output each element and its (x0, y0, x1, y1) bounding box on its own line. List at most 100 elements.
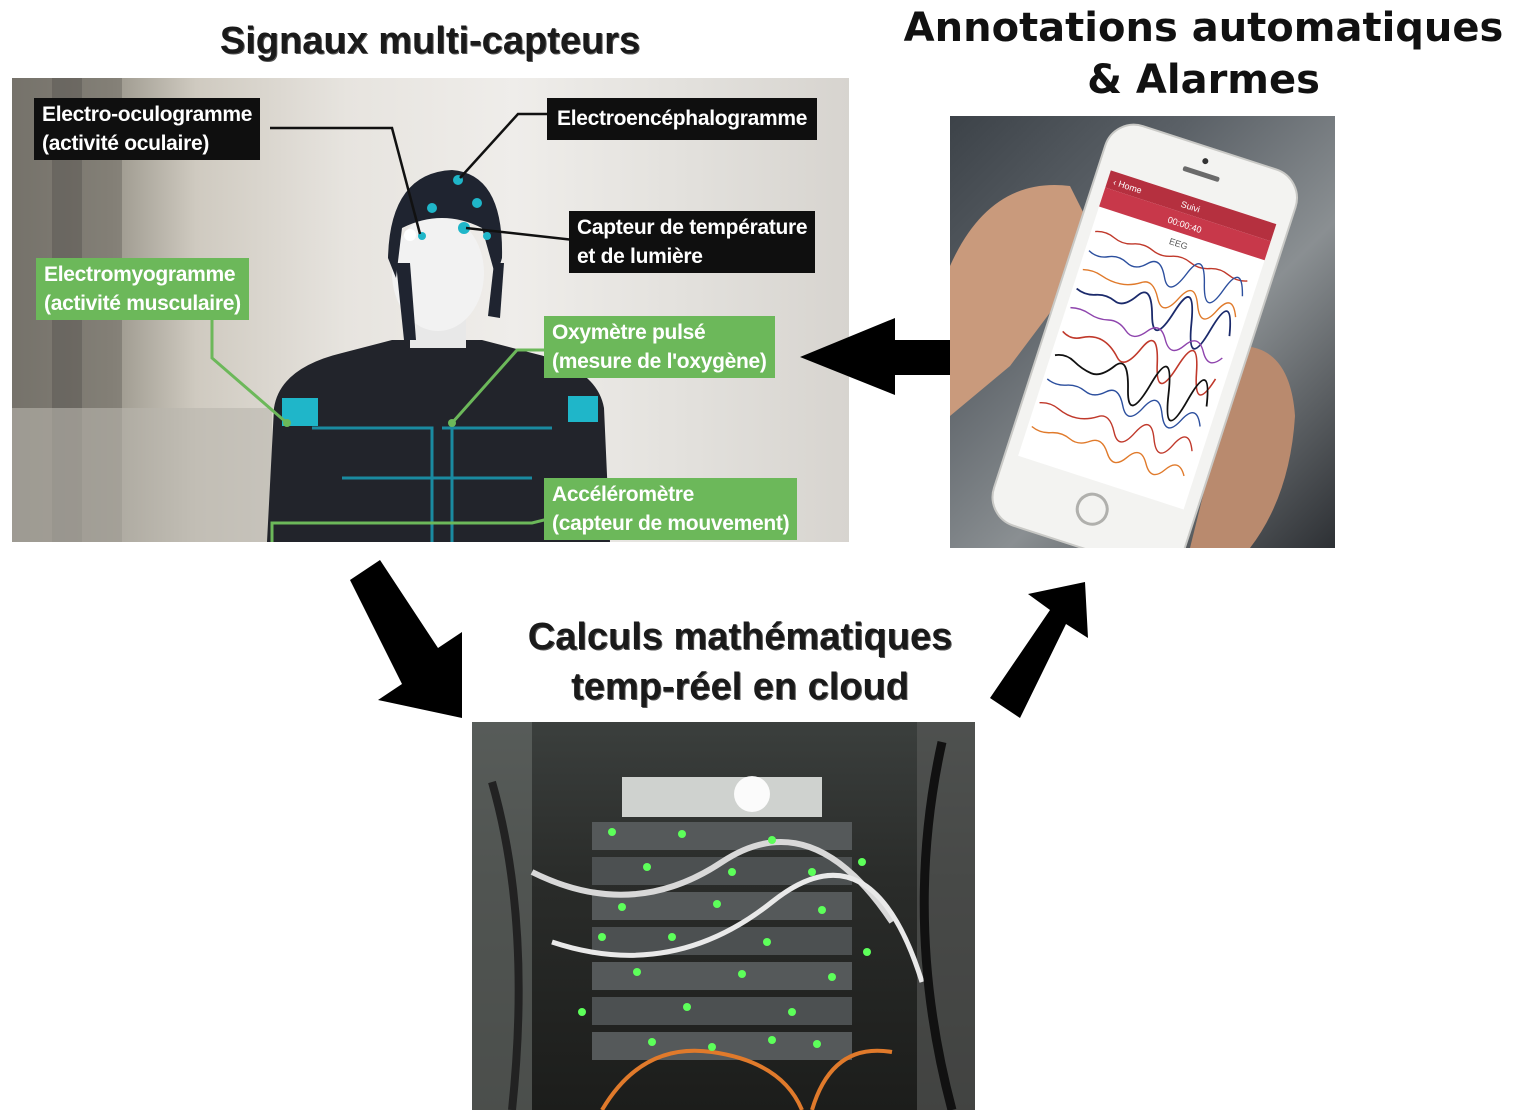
hand-thumb (950, 185, 1100, 416)
led-indicator (598, 933, 606, 941)
cap-strap-right (488, 263, 504, 318)
led-indicator (818, 906, 826, 914)
led-indicator (643, 863, 651, 871)
label-temp-line1: Capteur de température (577, 216, 808, 239)
callout-dot (448, 419, 456, 427)
server-unit-top (622, 777, 822, 817)
led-indicator (728, 868, 736, 876)
led-indicator (863, 948, 871, 956)
title-cloud-line1: Calculs mathématiques (527, 616, 953, 658)
led-indicator (618, 903, 626, 911)
power-cable (488, 780, 523, 1110)
network-cable (551, 872, 925, 983)
label-electroencephalogram: Electroencéphalogramme (547, 98, 818, 140)
eeg-trace (1095, 230, 1248, 282)
led-indicator (813, 1040, 821, 1048)
eeg-trace (1082, 268, 1237, 320)
title-annotations-alarms: Annotations automatiques & Alarmes (880, 2, 1527, 106)
server-unit (592, 1032, 852, 1060)
led-indicator (678, 830, 686, 838)
electrode (483, 232, 491, 240)
sensor-mannequin-photo: Electro-oculogramme (activité oculaire) … (12, 78, 849, 542)
shirt (267, 340, 610, 542)
shirt-band-right (568, 396, 598, 422)
label-temperature-light-sensor: Capteur de température et de lumière (569, 211, 816, 273)
callout-acc (270, 516, 553, 542)
hand-fingers (1190, 346, 1295, 548)
server-unit (592, 997, 852, 1025)
label-electro-oculogram: Electro-oculogramme (activité oculaire) (34, 98, 261, 160)
server-rack-illustration (472, 722, 975, 1110)
title-annotations-line2: & Alarmes (1087, 57, 1320, 103)
electrode-temp (458, 222, 470, 234)
led-indicator (648, 1038, 656, 1046)
title-sensor-signals: Signaux multi-capteurs (219, 20, 641, 62)
led-indicator (683, 1003, 691, 1011)
background-desk (12, 408, 272, 542)
label-oxy-line2: (mesure de l'oxygène) (552, 350, 767, 373)
bright-light (734, 776, 770, 812)
server-unit (592, 962, 852, 990)
power-cable (919, 741, 957, 1110)
phone-screen (1018, 170, 1277, 510)
electrode (472, 198, 482, 208)
label-oxy-line1: Oxymètre pulsé (552, 321, 706, 344)
led-indicator (768, 1036, 776, 1044)
eeg-trace (1062, 330, 1217, 396)
status-leds (578, 828, 871, 1051)
led-indicator (788, 1008, 796, 1016)
led-indicator (578, 1008, 586, 1016)
callout-dot (283, 419, 291, 427)
title-cloud-line2: temp-réel en cloud (571, 666, 909, 708)
label-emg-line1: Electromyogramme (44, 263, 236, 286)
callout-eog (270, 126, 422, 235)
led-indicator (738, 970, 746, 978)
eeg-trace (1088, 250, 1244, 304)
title-annotations-line1: Annotations automatiques (903, 5, 1504, 51)
label-emg-line2: (activité musculaire) (44, 292, 241, 315)
smartphone-eeg-photo: ‹ Home Suivi 00:00:40 EEG (950, 116, 1335, 548)
eeg-trace (1070, 306, 1223, 364)
led-indicator (713, 900, 721, 908)
eeg-trace (1076, 287, 1232, 350)
led-indicator (828, 973, 836, 981)
callout-temp (465, 226, 575, 242)
network-cable (530, 839, 895, 924)
eeg-trace (1054, 354, 1209, 422)
title-cloud-computing: Calculs mathématiques temp-réel en cloud (430, 612, 1050, 712)
label-acc-line2: (capteur de mouvement) (552, 512, 790, 535)
label-accelerometer: Accéléromètre (capteur de mouvement) (544, 478, 798, 540)
fiber-cable (600, 1048, 804, 1110)
fiber-cable (810, 1048, 893, 1110)
eeg-trace (1046, 378, 1201, 429)
led-indicator (858, 858, 866, 866)
led-indicator (808, 868, 816, 876)
cap-strap-left (396, 263, 416, 340)
led-indicator (708, 1043, 716, 1051)
electrode-eog (404, 229, 416, 241)
label-temp-line2: et de lumière (577, 245, 703, 268)
label-electromyogram: Electromyogramme (activité musculaire) (36, 258, 249, 320)
eeg-cap (388, 170, 503, 278)
callout-oxy (450, 348, 552, 424)
timer-bar (1099, 187, 1271, 261)
eeg-trace (1031, 425, 1185, 477)
server-rack-photo (472, 722, 975, 1110)
led-indicator (608, 828, 616, 836)
label-eog-line2: (activité oculaire) (42, 132, 210, 155)
shirt-wiring (312, 426, 552, 542)
phone-illustration: ‹ Home Suivi 00:00:40 EEG (950, 123, 1298, 548)
home-button (1075, 492, 1109, 526)
led-indicator (668, 933, 676, 941)
electrode (427, 203, 437, 213)
rack-rail-left (472, 722, 532, 1110)
label-eog-line1: Electro-oculogramme (42, 103, 253, 126)
callout-eeg (459, 112, 552, 179)
eeg-trace (1039, 401, 1193, 454)
label-pulse-oximeter: Oxymètre pulsé (mesure de l'oxygène) (544, 316, 775, 378)
label-acc-line1: Accéléromètre (552, 483, 695, 506)
led-indicator (763, 938, 771, 946)
status-bar (1105, 170, 1277, 242)
led-indicator (633, 968, 641, 976)
led-indicator (768, 836, 776, 844)
